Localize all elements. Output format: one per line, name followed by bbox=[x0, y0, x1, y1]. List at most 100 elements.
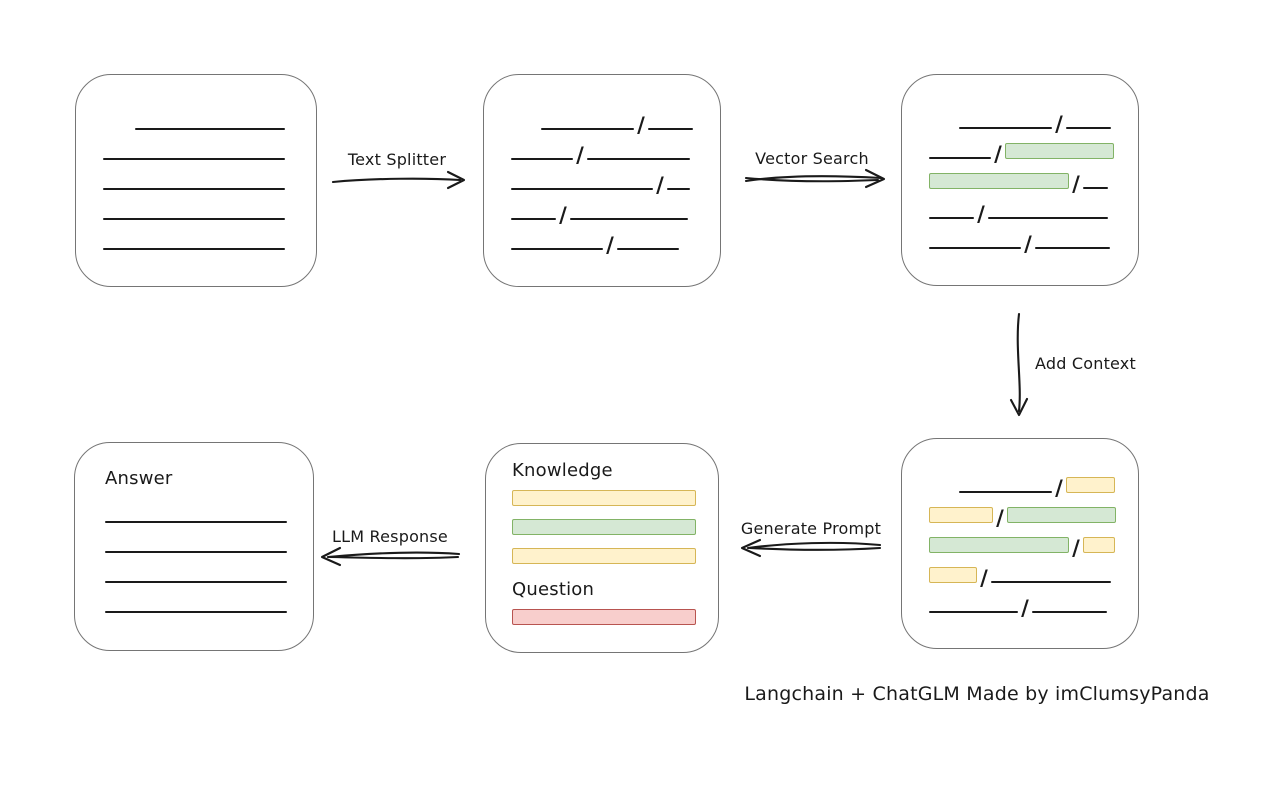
prompt-box: Knowledge Question bbox=[485, 443, 719, 653]
green-chunk bbox=[929, 536, 1069, 553]
chunk-row bbox=[103, 202, 289, 220]
slash-separator: / bbox=[980, 565, 988, 590]
text-line bbox=[1083, 187, 1108, 189]
slash-separator: / bbox=[637, 112, 645, 137]
slash-separator: / bbox=[606, 232, 614, 257]
yellow-chunk bbox=[1083, 536, 1115, 553]
chunk-row: / bbox=[929, 141, 1114, 166]
slash-separator: / bbox=[1024, 232, 1032, 256]
slash-separator: / bbox=[1021, 595, 1029, 620]
chunk-row bbox=[103, 112, 289, 130]
search-result-box: / / / / / bbox=[901, 74, 1139, 286]
chunk-row: / bbox=[511, 202, 693, 227]
text-line bbox=[135, 127, 285, 130]
green-chunk bbox=[929, 173, 1069, 189]
document-box bbox=[75, 74, 317, 287]
text-line bbox=[929, 157, 991, 159]
chunk-row bbox=[105, 505, 287, 523]
text-line bbox=[103, 247, 285, 250]
chunk-row bbox=[105, 565, 287, 583]
chunk-row: / bbox=[511, 142, 693, 167]
chunk-row bbox=[103, 142, 289, 160]
text-line bbox=[511, 247, 603, 250]
chunk-row: / bbox=[929, 595, 1111, 620]
llm-response-arrow bbox=[320, 546, 461, 567]
yellow-chunk bbox=[929, 506, 993, 523]
credit-caption: Langchain + ChatGLM Made by imClumsyPand… bbox=[744, 683, 1210, 705]
text-splitter-label: Text Splitter bbox=[347, 150, 447, 169]
slash-separator: / bbox=[996, 505, 1004, 530]
yellow-chunk bbox=[929, 566, 977, 583]
context-box: / / / / / bbox=[901, 438, 1139, 649]
slash-separator: / bbox=[1072, 172, 1080, 196]
yellow-chunk bbox=[1066, 476, 1115, 493]
chunk-row: / bbox=[929, 201, 1111, 226]
generate-prompt-arrow bbox=[740, 538, 882, 558]
text-line bbox=[929, 247, 1021, 249]
yellow-bar bbox=[512, 548, 696, 564]
chunk-row: / bbox=[511, 232, 693, 257]
slash-separator: / bbox=[1072, 535, 1080, 560]
answer-box: Answer bbox=[74, 442, 314, 651]
text-line bbox=[105, 611, 287, 613]
text-line bbox=[511, 187, 653, 190]
question-bar bbox=[512, 609, 696, 625]
yellow-bar bbox=[512, 490, 696, 506]
chunk-row: / bbox=[929, 231, 1111, 256]
chunk-row: / bbox=[929, 505, 1116, 530]
text-line bbox=[570, 217, 688, 220]
answer-lines bbox=[105, 505, 287, 613]
chunk-row bbox=[105, 595, 287, 613]
slash-separator: / bbox=[559, 202, 567, 227]
question-label: Question bbox=[512, 579, 595, 600]
text-line bbox=[959, 490, 1052, 493]
add-context-arrow bbox=[1009, 312, 1029, 417]
text-splitter-arrow bbox=[331, 170, 466, 190]
add-context-label: Add Context bbox=[1035, 354, 1136, 373]
slash-separator: / bbox=[576, 142, 584, 167]
text-line bbox=[648, 127, 693, 130]
chunk-row: / bbox=[511, 172, 693, 195]
vector-search-label: Vector Search bbox=[755, 149, 869, 168]
slash-separator: / bbox=[1055, 112, 1063, 136]
chunk-row: / bbox=[511, 112, 693, 137]
text-line bbox=[1035, 247, 1110, 249]
chunk-row: / bbox=[929, 565, 1111, 590]
text-line bbox=[103, 217, 285, 220]
text-line bbox=[929, 610, 1018, 613]
text-line bbox=[667, 187, 690, 190]
chunk-row bbox=[103, 232, 289, 250]
text-line bbox=[103, 157, 285, 160]
text-line bbox=[105, 581, 287, 583]
generate-prompt-label: Generate Prompt bbox=[740, 519, 882, 538]
text-line bbox=[1066, 127, 1111, 129]
llm-response-label: LLM Response bbox=[332, 527, 448, 546]
split-text-box: / / / / / bbox=[483, 74, 721, 287]
vector-search-arrow bbox=[744, 168, 886, 189]
green-chunk bbox=[1005, 143, 1114, 159]
chunk-row: / bbox=[929, 111, 1111, 136]
chunk-row bbox=[105, 535, 287, 553]
green-chunk bbox=[1007, 506, 1116, 523]
chunk-row: / bbox=[929, 475, 1115, 500]
knowledge-bars bbox=[512, 490, 696, 564]
slash-separator: / bbox=[1055, 475, 1063, 500]
text-line bbox=[617, 247, 679, 250]
text-line bbox=[988, 217, 1108, 219]
text-line bbox=[511, 157, 573, 160]
text-line bbox=[991, 580, 1111, 583]
text-line bbox=[105, 551, 287, 553]
knowledge-label: Knowledge bbox=[512, 460, 613, 481]
text-line bbox=[541, 127, 634, 130]
text-line bbox=[929, 217, 974, 219]
answer-title: Answer bbox=[105, 468, 173, 489]
text-line bbox=[959, 127, 1052, 129]
text-line bbox=[587, 157, 690, 160]
chunk-row: / bbox=[929, 535, 1115, 560]
text-line bbox=[103, 187, 285, 190]
chunk-row bbox=[103, 172, 289, 190]
slash-separator: / bbox=[994, 142, 1002, 166]
slash-separator: / bbox=[977, 202, 985, 226]
text-line bbox=[1032, 610, 1107, 613]
chunk-row: / bbox=[929, 171, 1111, 196]
